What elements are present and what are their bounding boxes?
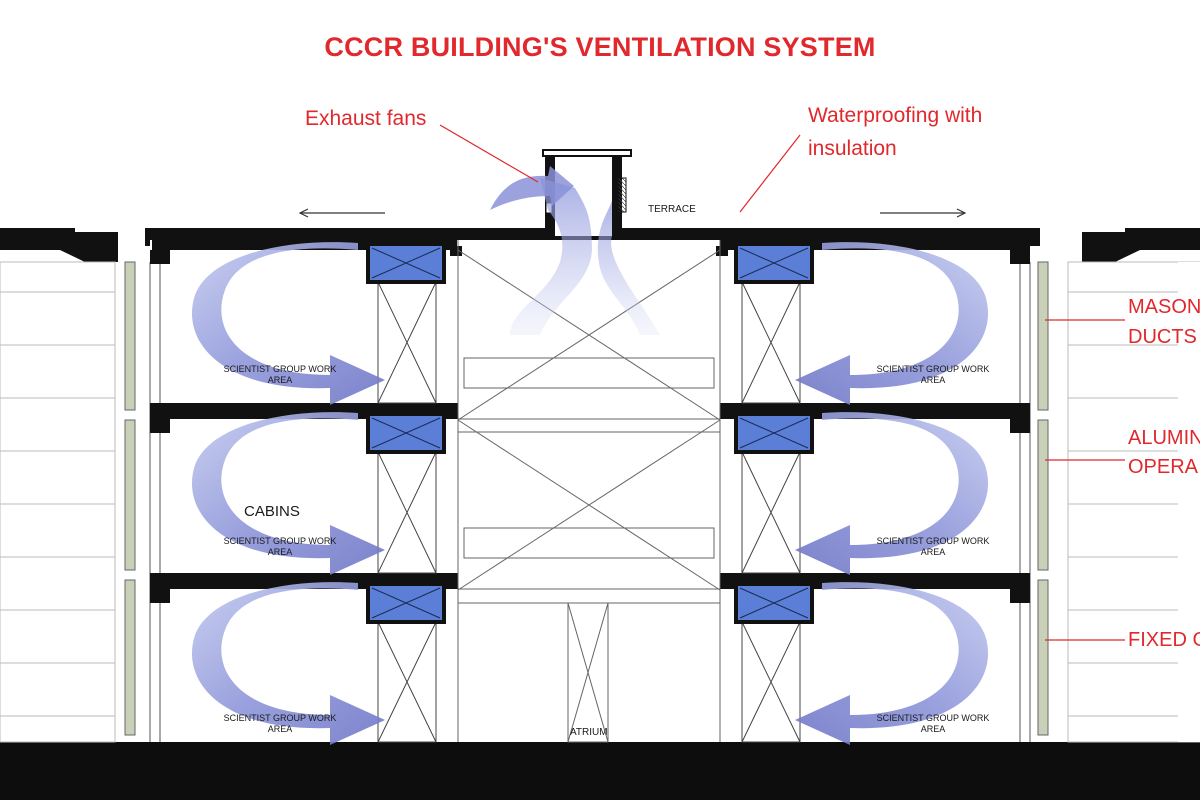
column-right: [1037, 261, 1049, 736]
work-area-label-line2: AREA: [920, 724, 946, 734]
work-area-label-line1: SCIENTIST GROUP WORK: [223, 713, 337, 723]
masonry-ducts-callout-line2: DUCTS: [1128, 326, 1197, 348]
work-area-label-line2: AREA: [267, 724, 293, 734]
roof-vent-cap: [542, 149, 632, 157]
exhaust-fan-grille: [617, 177, 627, 213]
diagram-title: CCCR BUILDING'S VENTILATION SYSTEM: [324, 32, 876, 62]
work-area-label-line1: SCIENTIST GROUP WORK: [876, 536, 990, 546]
right-facade: [1067, 228, 1200, 743]
airflow-swirls-left: [191, 242, 385, 745]
airflow-swirls-right: [795, 242, 989, 745]
waterproofing-callout-line1: Waterproofing with: [808, 104, 983, 127]
terrace-slope-arrows: [298, 208, 967, 218]
work-area-label-line2: AREA: [267, 547, 293, 557]
work-area-label-line2: AREA: [267, 375, 293, 385]
aluminium-callout-line2: OPERA: [1128, 456, 1199, 478]
work-area-label-line1: SCIENTIST GROUP WORK: [223, 364, 337, 374]
exhaust-fans-callout: Exhaust fans: [305, 107, 427, 130]
work-area-label-line2: AREA: [920, 547, 946, 557]
callout-leaders: [439, 124, 1125, 641]
atrium: [457, 240, 721, 743]
terrace-label: TERRACE: [648, 204, 696, 215]
waterproofing-callout-line2: insulation: [808, 137, 897, 160]
work-area-label-line1: SCIENTIST GROUP WORK: [876, 713, 990, 723]
work-area-label-line1: SCIENTIST GROUP WORK: [223, 536, 337, 546]
service-shafts: [377, 281, 801, 743]
aluminium-callout-line1: ALUMIN: [1128, 427, 1200, 449]
atrium-exhaust-plume: [490, 166, 660, 335]
masonry-ducts-callout-line1: MASON: [1128, 296, 1200, 318]
fixed-glazing-callout: FIXED G: [1128, 629, 1200, 651]
cabins-label: CABINS: [244, 503, 300, 520]
column-left: [124, 261, 136, 736]
ground-slab: [0, 742, 1200, 800]
left-facade: [0, 228, 118, 743]
work-area-label-line1: SCIENTIST GROUP WORK: [876, 364, 990, 374]
work-area-label-line2: AREA: [920, 375, 946, 385]
atrium-label: ATRIUM: [570, 727, 608, 738]
roof-slab: [145, 155, 1040, 256]
